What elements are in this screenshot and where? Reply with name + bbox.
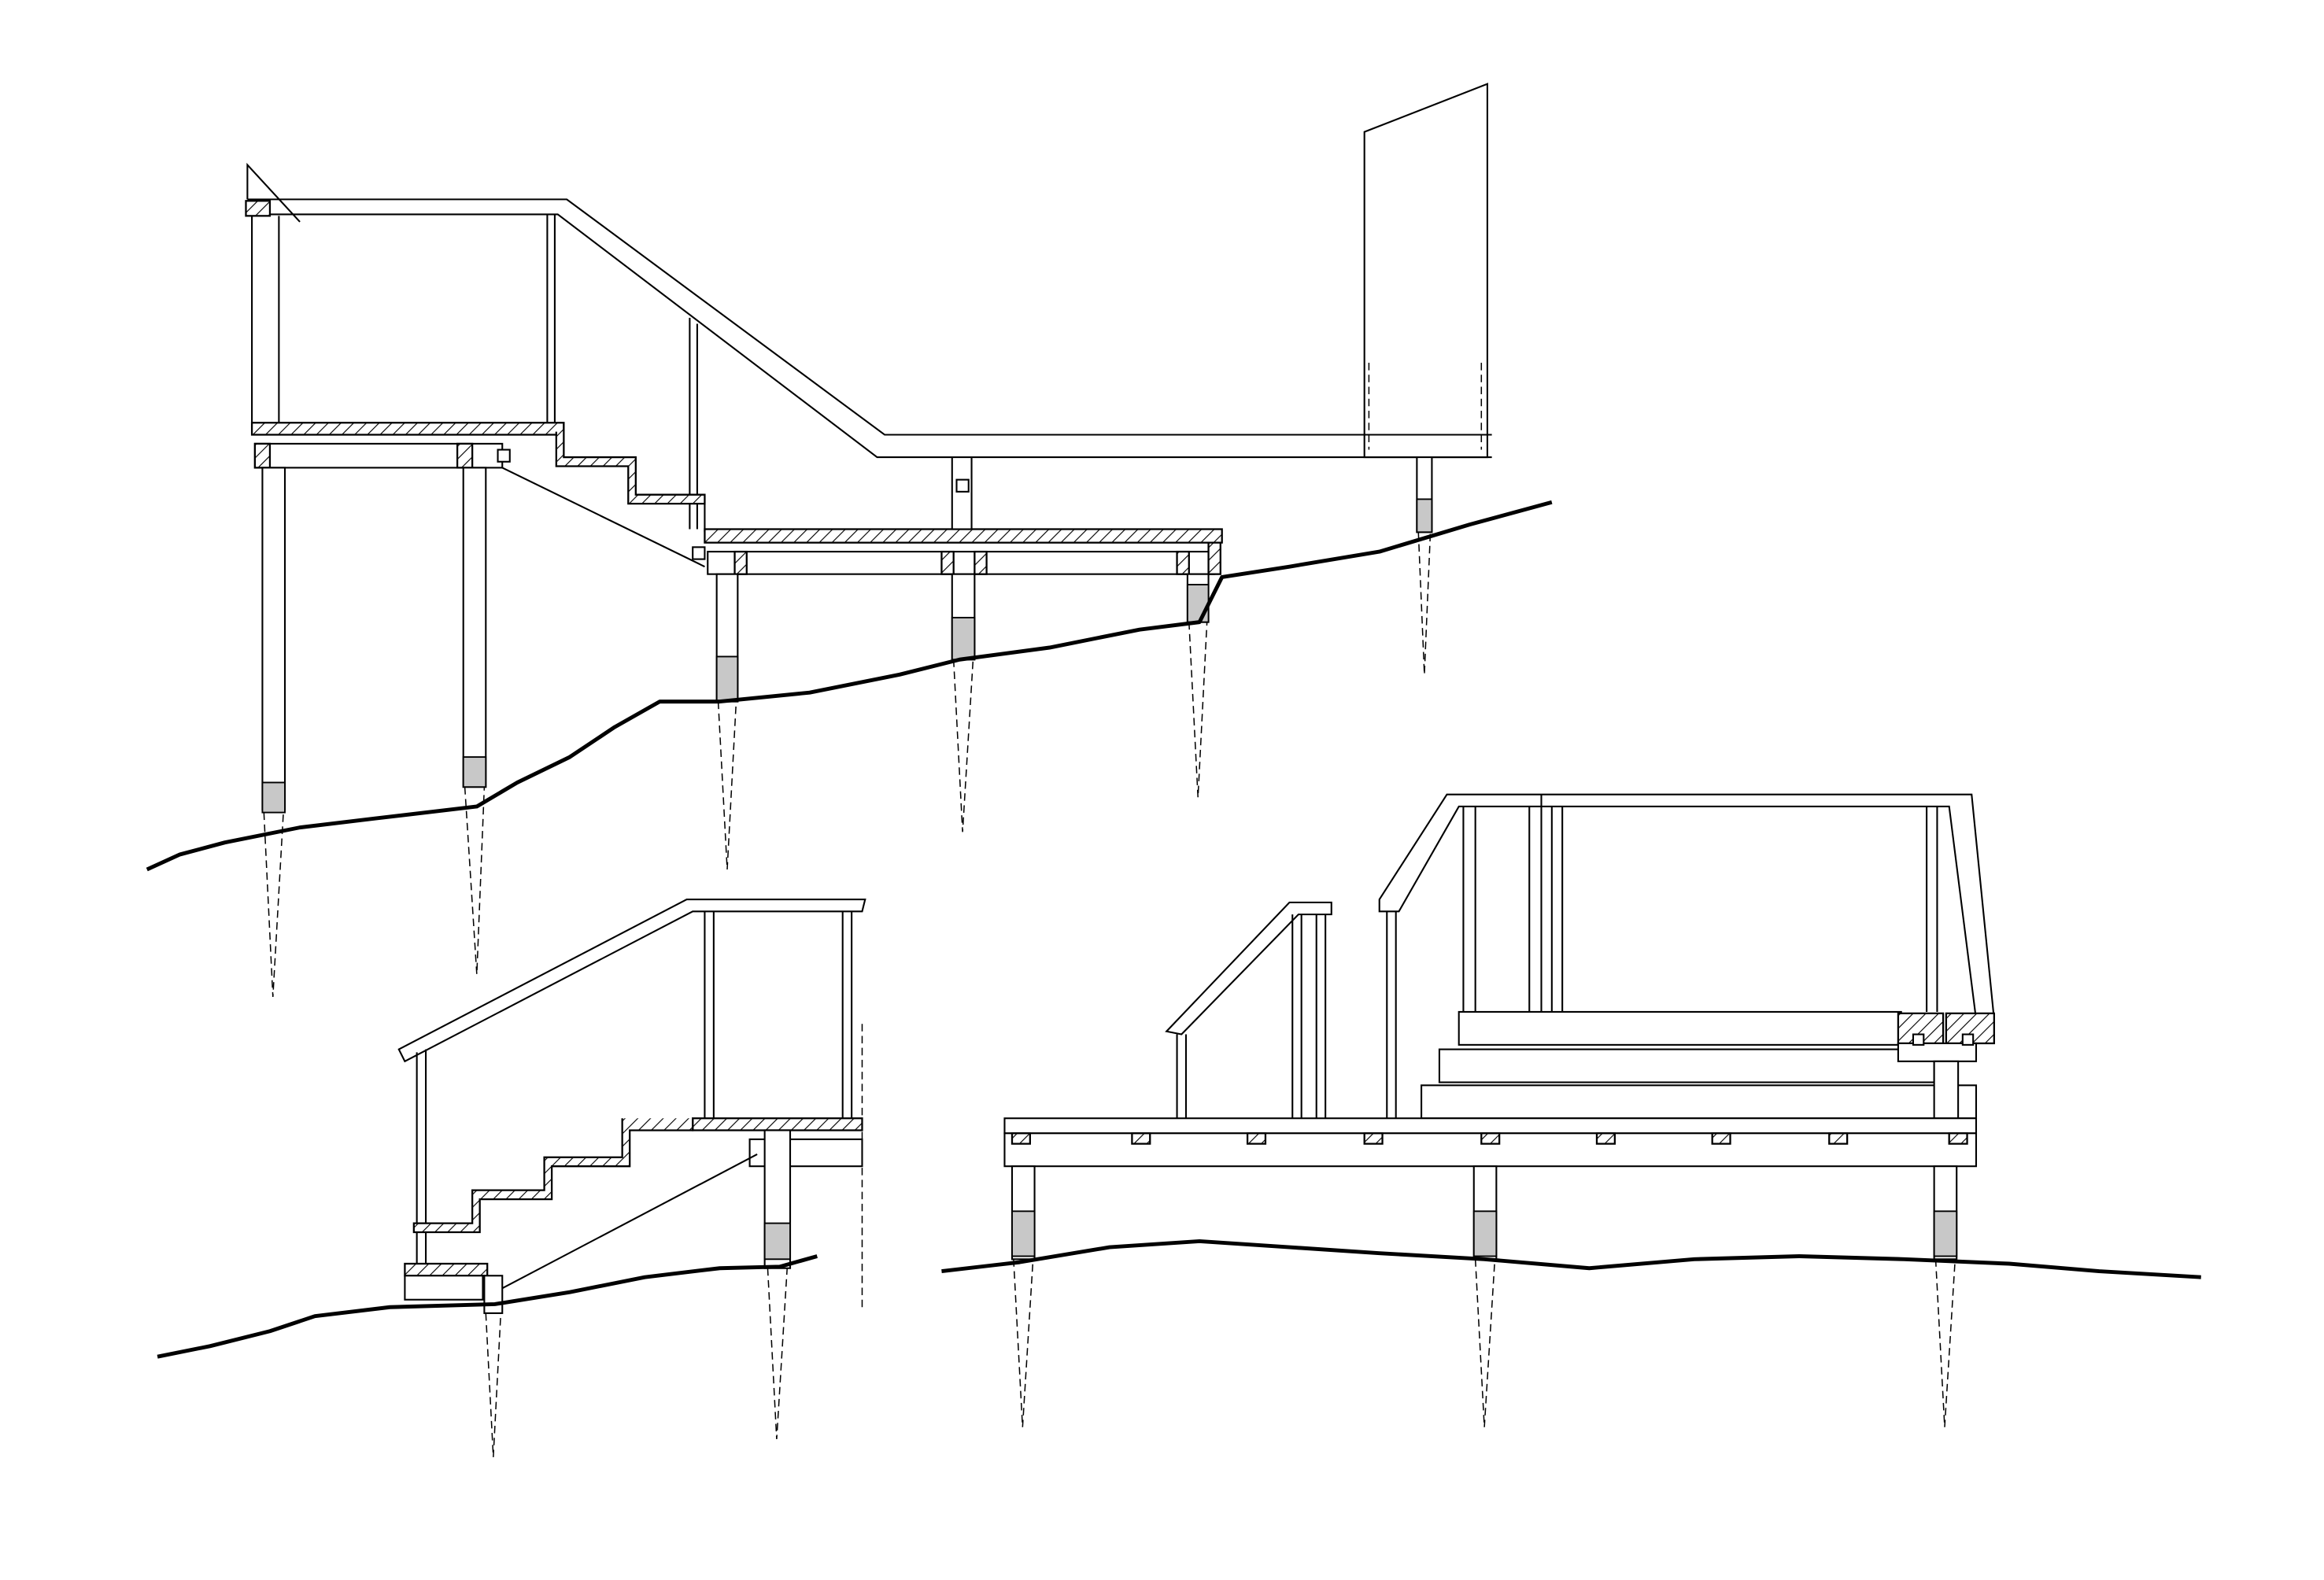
elevation-view-deck-side — [941, 793, 2201, 1427]
posts — [1011, 1165, 1958, 1261]
handrail — [245, 162, 1492, 530]
stair-treads — [412, 1118, 694, 1234]
ground-line — [941, 1239, 2201, 1279]
glass-panel — [1363, 83, 1488, 459]
lower-handrail — [1165, 901, 1332, 1035]
joists — [1011, 1132, 1968, 1145]
pile-cones — [263, 532, 1432, 997]
elevation-view-stepped-deck — [146, 83, 1553, 997]
posts — [261, 456, 1433, 810]
lower-beam — [707, 551, 1216, 575]
elevation-view-small-stair — [157, 899, 866, 1457]
handrail — [397, 899, 866, 1063]
ground-line — [146, 500, 1553, 872]
footings — [261, 478, 1433, 814]
upper-deck-board — [250, 422, 565, 436]
lower-deck-board — [704, 528, 1223, 544]
deck-board — [1003, 1117, 1978, 1135]
ground-line — [157, 1254, 818, 1359]
stair-stringer — [501, 467, 705, 568]
deck-board — [692, 1117, 863, 1131]
upper-handrail — [1378, 793, 1996, 1021]
steps — [1421, 1010, 1978, 1120]
stair-stringer — [494, 1154, 758, 1294]
